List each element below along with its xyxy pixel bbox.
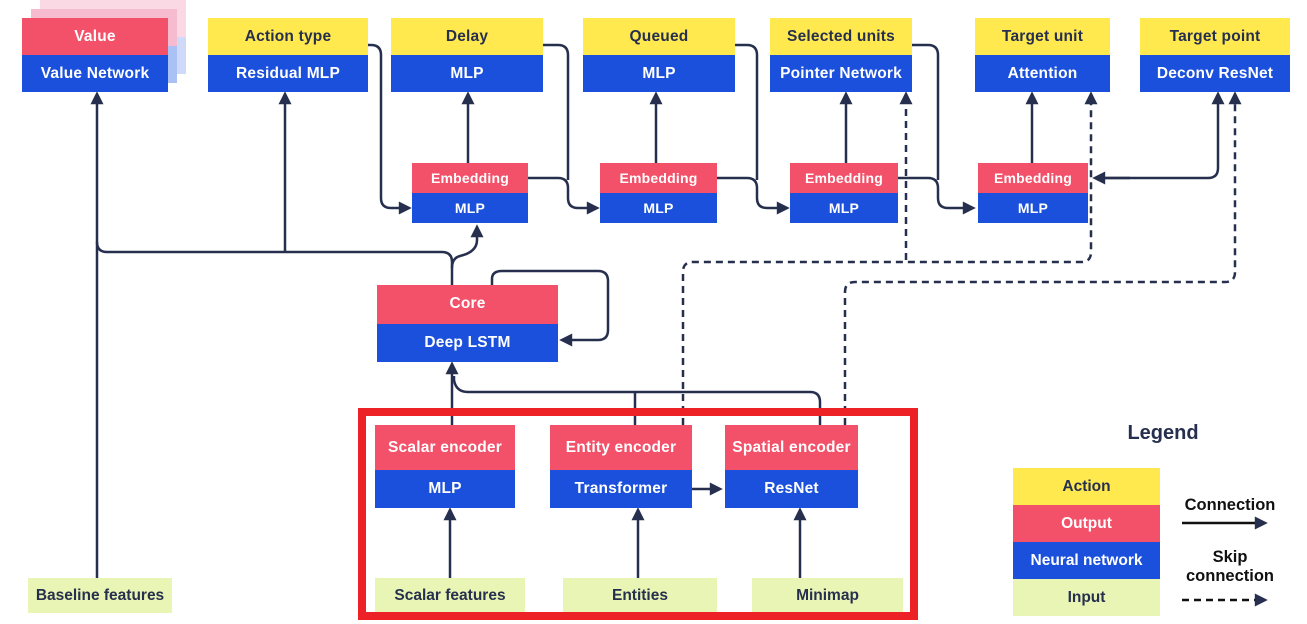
node-target-unit: Target unit Attention: [975, 18, 1110, 92]
skip-connection-lines: [681, 91, 1268, 607]
conn-embedding1-to-embedding2: [528, 176, 600, 215]
legend-skip-connection-label: Skip connection: [1185, 548, 1274, 585]
action-label: Target unit: [975, 18, 1110, 55]
conn-spatialenc-to-core: [452, 376, 822, 425]
network-label: Attention: [975, 55, 1110, 92]
output-label: Embedding: [600, 163, 717, 193]
action-label: Delay: [391, 18, 543, 55]
legend-swatch-input: Input: [1013, 579, 1160, 616]
network-label: MLP: [375, 470, 515, 508]
output-label: Core: [377, 285, 558, 324]
output-label: Embedding: [790, 163, 898, 193]
node-value: Value Value Network: [22, 18, 168, 92]
input-minimap: Minimap: [752, 578, 903, 613]
node-entity-encoder: Entity encoder Transformer: [550, 425, 692, 508]
network-label: MLP: [391, 55, 543, 92]
network-label: Deep LSTM: [377, 323, 558, 362]
network-label: MLP: [412, 193, 528, 223]
legend-title: Legend: [1127, 422, 1199, 444]
node-queued: Queued MLP: [583, 18, 735, 92]
conn-embedding4-to-deconv: [1100, 91, 1225, 180]
output-label: Spatial encoder: [725, 425, 858, 470]
node-embedding-2: Embedding MLP: [600, 163, 717, 223]
network-label: MLP: [600, 193, 717, 223]
input-baseline-features: Baseline features: [28, 578, 172, 613]
node-embedding-3: Embedding MLP: [790, 163, 898, 223]
network-label: MLP: [583, 55, 735, 92]
network-label: MLP: [790, 193, 898, 223]
output-label: Embedding: [978, 163, 1088, 193]
input-scalar-features: Scalar features: [375, 578, 525, 613]
node-target-point: Target point Deconv ResNet: [1140, 18, 1290, 92]
legend-connection-label: Connection: [1184, 496, 1276, 514]
output-label: Entity encoder: [550, 425, 692, 470]
network-label: MLP: [978, 193, 1088, 223]
network-label: Value Network: [22, 55, 168, 92]
legend-swatch-output: Output: [1013, 505, 1160, 542]
node-embedding-4: Embedding MLP: [978, 163, 1088, 223]
conn-queued-to-junction: [735, 43, 759, 180]
action-label: Target point: [1140, 18, 1290, 55]
conn-core-loop: [490, 269, 610, 347]
node-spatial-encoder: Spatial encoder ResNet: [725, 425, 858, 508]
conn-core-to-embedding1: [450, 224, 484, 269]
conn-core-to-left-rail: [95, 241, 454, 285]
output-label: Embedding: [412, 163, 528, 193]
conn-selected-to-junction: [912, 43, 940, 180]
node-core: Core Deep LSTM: [377, 285, 558, 362]
skip-entity-rail: [681, 91, 1098, 425]
node-action-type: Action type Residual MLP: [208, 18, 368, 92]
conn-embedding2-to-embedding3: [717, 176, 790, 215]
output-label: Value: [22, 18, 168, 55]
network-label: Deconv ResNet: [1140, 55, 1290, 92]
network-label: Residual MLP: [208, 55, 368, 92]
node-embedding-1: Embedding MLP: [412, 163, 528, 223]
conn-actiontype-to-embedding1: [368, 43, 412, 215]
legend-swatch-action: Action: [1013, 468, 1160, 505]
legend-swatch-neural-network: Neural network: [1013, 542, 1160, 579]
output-label: Scalar encoder: [375, 425, 515, 470]
connection-lines: [90, 43, 1268, 578]
conn-embedding3-to-embedding4: [898, 176, 976, 215]
skip-spatial-to-deconv: [843, 91, 1242, 425]
node-delay: Delay MLP: [391, 18, 543, 92]
node-selected-units: Selected units Pointer Network: [770, 18, 912, 92]
action-label: Selected units: [770, 18, 912, 55]
network-label: ResNet: [725, 470, 858, 508]
action-label: Queued: [583, 18, 735, 55]
node-scalar-encoder: Scalar encoder MLP: [375, 425, 515, 508]
input-entities: Entities: [563, 578, 717, 613]
conn-delay-to-junction: [543, 43, 570, 180]
action-label: Action type: [208, 18, 368, 55]
network-label: Transformer: [550, 470, 692, 508]
network-label: Pointer Network: [770, 55, 912, 92]
